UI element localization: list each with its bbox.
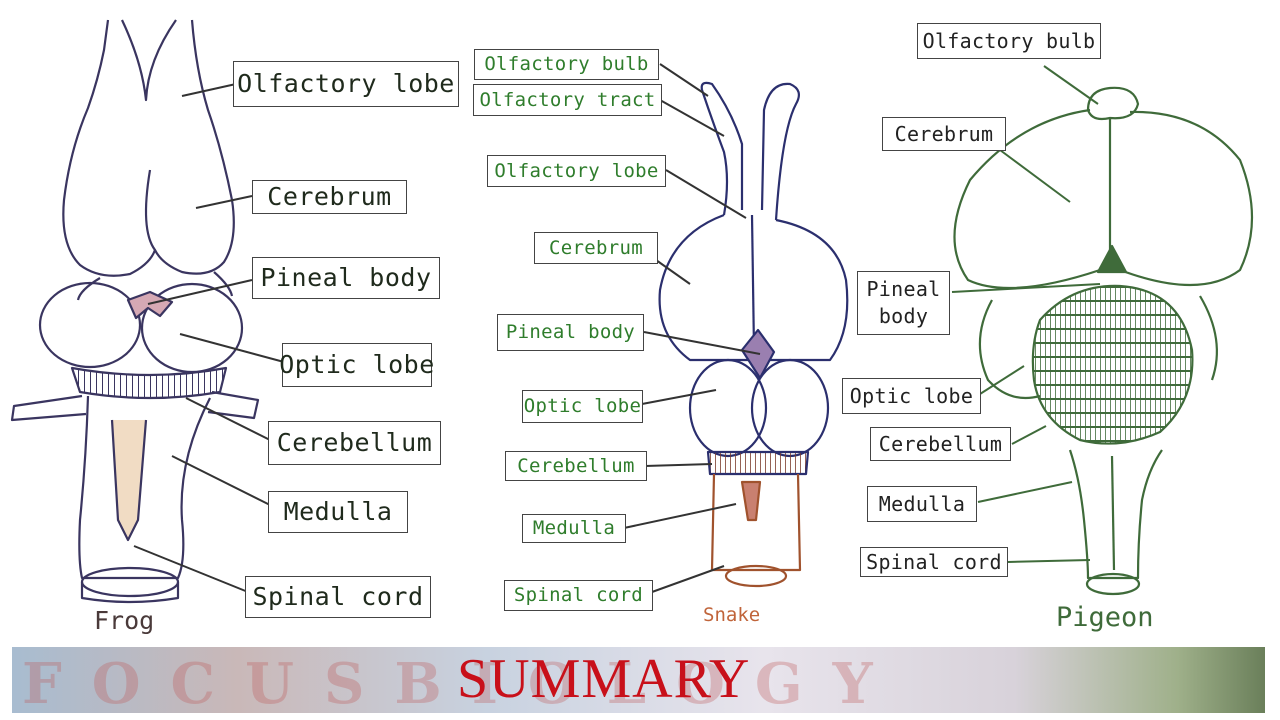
snake-label-olfactory-lobe: Olfactory lobe bbox=[487, 155, 666, 187]
frog-label-optic-lobe: Optic lobe bbox=[279, 343, 434, 387]
pigeon-label-cerebellum: Cerebellum bbox=[870, 427, 1011, 461]
snake-label-medulla: Medulla bbox=[522, 514, 626, 543]
snake-spinal-cord-end bbox=[724, 564, 788, 588]
snake-label-cerebrum: Cerebrum bbox=[534, 232, 658, 264]
frog-fourth-ventricle bbox=[110, 419, 148, 542]
pigeon-optic-lobe-right bbox=[1199, 295, 1218, 381]
pigeon-label-cerebrum: Cerebrum bbox=[882, 117, 1006, 151]
frog-label-cerebellum: Cerebellum bbox=[268, 421, 441, 465]
pigeon-olfactory-bulb-shape bbox=[1086, 86, 1140, 121]
frog-brain-drawing bbox=[10, 19, 285, 604]
pigeon-cerebellum-shape bbox=[1031, 284, 1194, 445]
frog-label-olfactory-lobe: Olfactory lobe bbox=[233, 61, 459, 107]
frog-label-medulla: Medulla bbox=[268, 491, 408, 533]
banner-title: SUMMARY bbox=[457, 648, 751, 710]
snake-olfactory-left bbox=[700, 81, 744, 210]
frog-pineal-body-shape bbox=[126, 290, 174, 320]
frog-medulla-shape bbox=[78, 395, 211, 580]
pigeon-label-optic-lobe: Optic lobe bbox=[842, 378, 981, 414]
pigeon-label-medulla: Medulla bbox=[867, 486, 977, 522]
snake-leader-lines bbox=[623, 63, 761, 593]
pigeon-medulla-shape bbox=[1068, 449, 1163, 580]
frog-nerve-right bbox=[207, 390, 260, 420]
snake-label-optic-lobe: Optic lobe bbox=[522, 390, 643, 423]
pigeon-brain-drawing bbox=[951, 65, 1254, 596]
pigeon-label-olfactory-bulb: Olfactory bulb bbox=[917, 23, 1101, 59]
snake-brain-drawing bbox=[623, 63, 849, 593]
pigeon-medulla-groove bbox=[1110, 455, 1116, 571]
snake-label-olfactory-tract: Olfactory tract bbox=[473, 84, 662, 116]
frog-midline bbox=[121, 19, 177, 102]
frog-olfactory-lobe-shape bbox=[62, 19, 235, 277]
pigeon-label-spinal-cord: Spinal cord bbox=[860, 547, 1008, 577]
snake-label-spinal-cord: Spinal cord bbox=[504, 580, 653, 611]
snake-label-olfactory-bulb: Olfactory bulb bbox=[474, 49, 659, 80]
pigeon-caption: Pigeon bbox=[1056, 602, 1154, 633]
frog-cerebellum-band bbox=[70, 366, 228, 400]
frog-caption: Frog bbox=[94, 606, 155, 635]
pigeon-leader-lines bbox=[951, 65, 1101, 563]
pigeon-spinal-cord-end bbox=[1085, 572, 1141, 596]
frog-label-pineal-body: Pineal body bbox=[252, 257, 440, 299]
frog-spinal-cord-end bbox=[80, 566, 180, 598]
snake-cerebrum-midline bbox=[750, 214, 756, 351]
snake-olfactory-tract-left bbox=[700, 89, 729, 216]
frog-optic-lobe-left bbox=[38, 281, 142, 369]
snake-caption: Snake bbox=[703, 604, 761, 626]
snake-optic-lobe-right bbox=[750, 358, 830, 458]
frog-leader-lines bbox=[133, 83, 285, 593]
frog-label-spinal-cord: Spinal cord bbox=[245, 576, 431, 618]
frog-nerve-left bbox=[10, 394, 87, 422]
snake-fourth-ventricle bbox=[740, 480, 762, 522]
frog-cerebrum-divide bbox=[144, 169, 156, 251]
snake-cerebellum-band bbox=[706, 450, 810, 476]
frog-spinal-cord-base bbox=[80, 582, 180, 604]
frog-label-cerebrum: Cerebrum bbox=[252, 180, 407, 214]
pigeon-pineal-body-shape bbox=[1096, 244, 1128, 274]
snake-label-pineal-body: Pineal body bbox=[497, 314, 644, 351]
snake-olfactory-right bbox=[760, 82, 801, 221]
pigeon-optic-lobe-shape bbox=[978, 299, 1041, 400]
snake-optic-lobe-left bbox=[688, 358, 768, 458]
snake-label-cerebellum: Cerebellum bbox=[505, 451, 647, 481]
summary-banner: FOCUSBIOLOGY SUMMARY bbox=[12, 647, 1265, 713]
snake-medulla-shape bbox=[710, 473, 802, 572]
banner-watermark: FOCUSBIOLOGY bbox=[22, 651, 903, 713]
pigeon-label-pineal-body: Pineal body bbox=[857, 271, 950, 335]
